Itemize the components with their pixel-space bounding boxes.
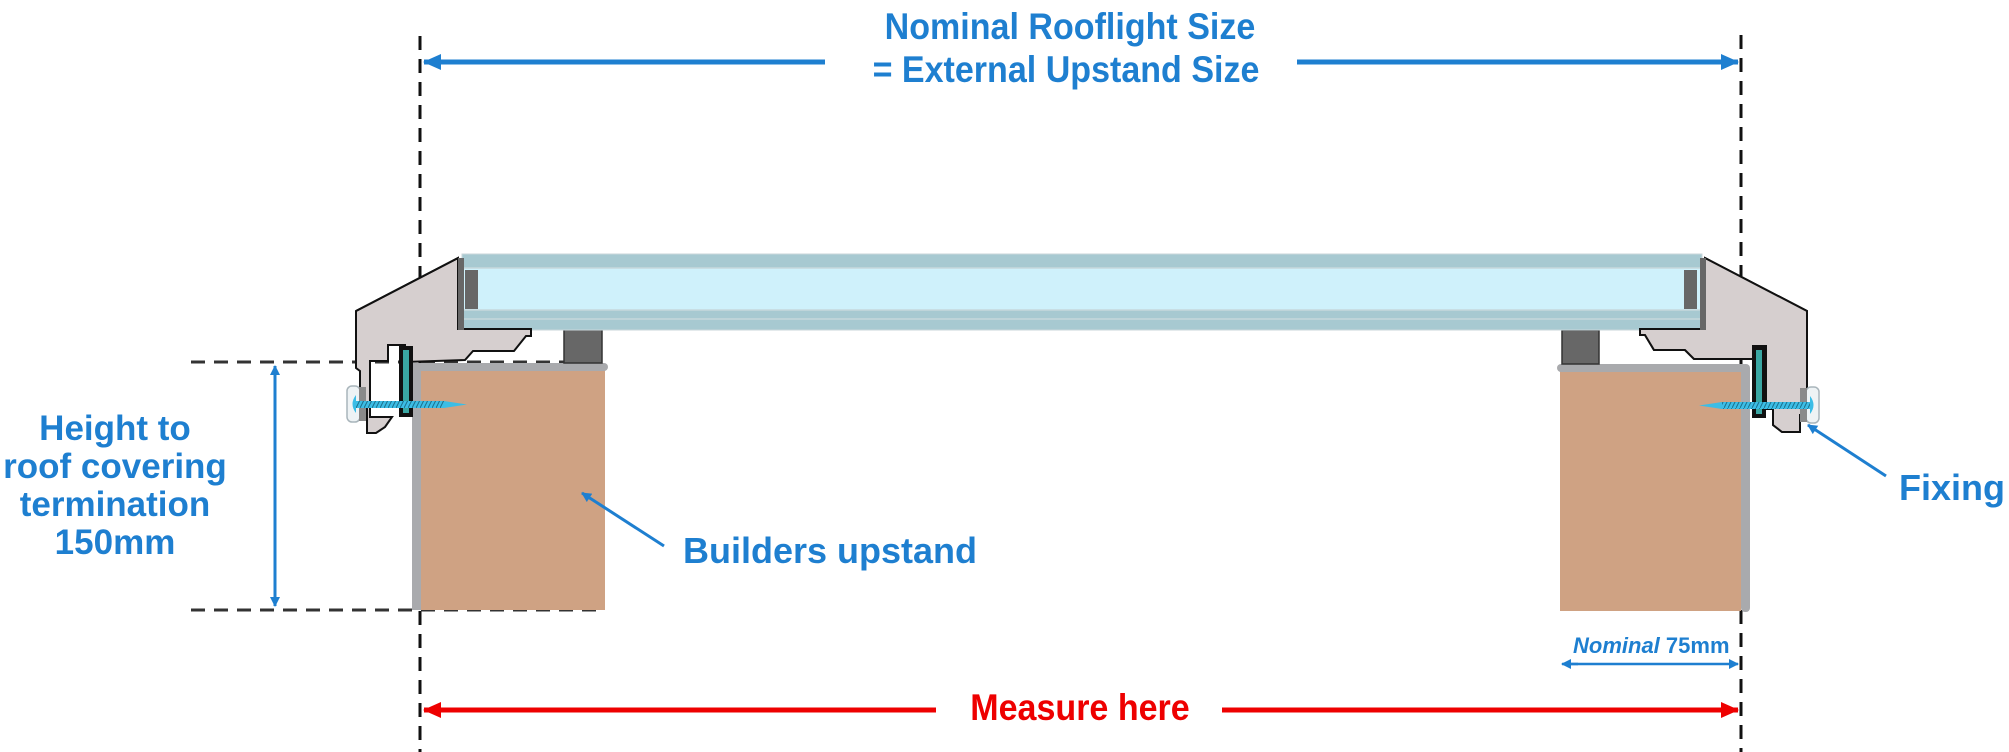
fixing-leader bbox=[1807, 423, 1887, 478]
height-label-line4: 150mm bbox=[54, 523, 176, 562]
height-label: Height to roof covering termination 150m… bbox=[0, 410, 240, 562]
upstand-width-label-value: 75mm bbox=[1665, 633, 1730, 658]
builders-upstand-leader bbox=[581, 491, 665, 548]
right-fixing-screw-icon bbox=[1699, 386, 1820, 424]
left-fixing-screw-icon bbox=[346, 385, 467, 423]
height-label-line2: roof covering bbox=[3, 447, 227, 486]
fixing-label: Fixing bbox=[1899, 467, 2005, 508]
upstand-width-label: Nominal 75mm bbox=[1573, 635, 1730, 657]
left-frame-profile bbox=[355, 256, 532, 434]
height-label-line1: Height to bbox=[39, 409, 191, 448]
top-dimension-label-line2: = External Upstand Size bbox=[872, 49, 1260, 90]
top-dimension-label-line1: Nominal Rooflight Size bbox=[884, 6, 1256, 47]
right-spacer-block bbox=[1561, 329, 1600, 365]
measure-here-label: Measure here bbox=[970, 687, 1190, 728]
right-builders-upstand bbox=[1557, 364, 1750, 612]
upstand-width-label-italic: Nominal bbox=[1573, 633, 1660, 658]
glazing-unit bbox=[461, 253, 1703, 331]
right-frame-profile bbox=[1639, 256, 1808, 433]
builders-upstand-label: Builders upstand bbox=[683, 530, 978, 571]
left-spacer-block bbox=[563, 328, 603, 364]
left-builders-upstand bbox=[409, 363, 608, 610]
height-label-line3: termination bbox=[19, 485, 211, 524]
